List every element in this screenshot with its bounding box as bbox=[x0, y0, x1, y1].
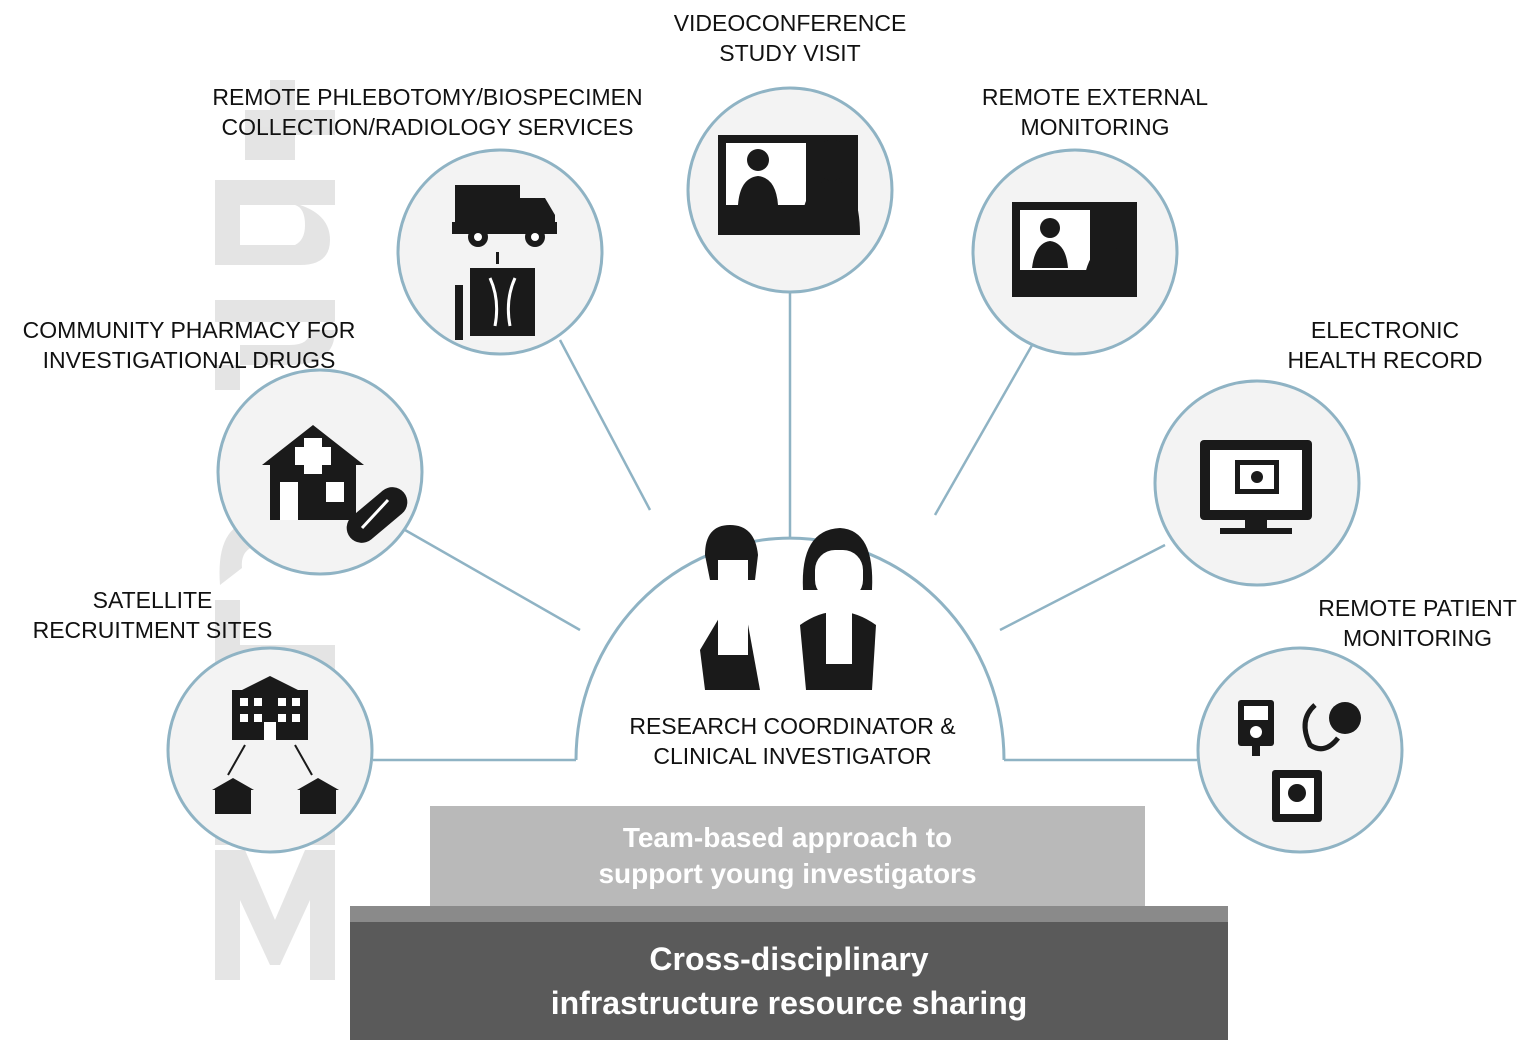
node-label-remote-phlebotomy: REMOTE PHLEBOTOMY/BIOSPECIMEN COLLECTION… bbox=[180, 82, 675, 142]
tier-line: support young investigators bbox=[598, 858, 977, 889]
videoconference-icon bbox=[718, 135, 860, 235]
center-label-line: CLINICAL INVESTIGATOR bbox=[653, 743, 932, 769]
pharmacy-icon bbox=[262, 425, 408, 543]
buildings-icon bbox=[212, 676, 339, 814]
node-label-line: HEALTH RECORD bbox=[1287, 347, 1483, 373]
ehr-icon bbox=[1200, 440, 1312, 534]
tier-bottom-step bbox=[350, 906, 1228, 922]
people-icon bbox=[700, 525, 876, 690]
tier-line: Team-based approach to bbox=[622, 822, 953, 853]
node-label-line: INVESTIGATIONAL DRUGS bbox=[42, 347, 336, 373]
node-label-remote-external-monitoring: REMOTE EXTERNAL MONITORING bbox=[945, 82, 1245, 142]
node-label-line: MONITORING bbox=[1342, 625, 1493, 651]
node-label-line: ELECTRONIC bbox=[1310, 317, 1460, 343]
node-label-line: MONITORING bbox=[1020, 114, 1170, 140]
tier-cross-disciplinary: Cross-disciplinary infrastructure resour… bbox=[350, 922, 1228, 1040]
center-label-line: RESEARCH COORDINATOR & bbox=[629, 713, 956, 739]
node-label-satellite-recruitment: SATELLITE RECRUITMENT SITES bbox=[10, 585, 295, 645]
connectors bbox=[373, 292, 1197, 762]
van-xray-icon bbox=[452, 185, 557, 340]
center-label: RESEARCH COORDINATOR & CLINICAL INVESTIG… bbox=[605, 711, 980, 771]
devices-icon bbox=[1238, 700, 1361, 822]
node-label-videoconference: VIDEOCONFERENCE STUDY VISIT bbox=[640, 8, 940, 68]
node-label-electronic-health-record: ELECTRONIC HEALTH RECORD bbox=[1265, 315, 1505, 375]
remote-monitor-icon bbox=[1012, 202, 1137, 297]
node-label-line: REMOTE PHLEBOTOMY/BIOSPECIMEN bbox=[212, 84, 643, 110]
watermark-logo bbox=[215, 80, 335, 980]
node-label-line: COMMUNITY PHARMACY FOR bbox=[22, 317, 356, 343]
node-label-line: REMOTE PATIENT bbox=[1318, 595, 1517, 621]
node-label-line: STUDY VISIT bbox=[719, 40, 861, 66]
node-label-line: SATELLITE bbox=[92, 587, 213, 613]
node-label-line: RECRUITMENT SITES bbox=[32, 617, 273, 643]
node-label-line: REMOTE EXTERNAL bbox=[981, 84, 1209, 110]
tier-team-based: Team-based approach to support young inv… bbox=[430, 806, 1145, 906]
node-label-community-pharmacy: COMMUNITY PHARMACY FOR INVESTIGATIONAL D… bbox=[0, 315, 378, 375]
tier-line: infrastructure resource sharing bbox=[550, 985, 1028, 1021]
node-label-line: VIDEOCONFERENCE bbox=[673, 10, 907, 36]
tier-line: Cross-disciplinary bbox=[649, 941, 929, 977]
node-label-remote-patient-monitoring: REMOTE PATIENT MONITORING bbox=[1290, 593, 1527, 653]
node-label-line: COLLECTION/RADIOLOGY SERVICES bbox=[221, 114, 634, 140]
